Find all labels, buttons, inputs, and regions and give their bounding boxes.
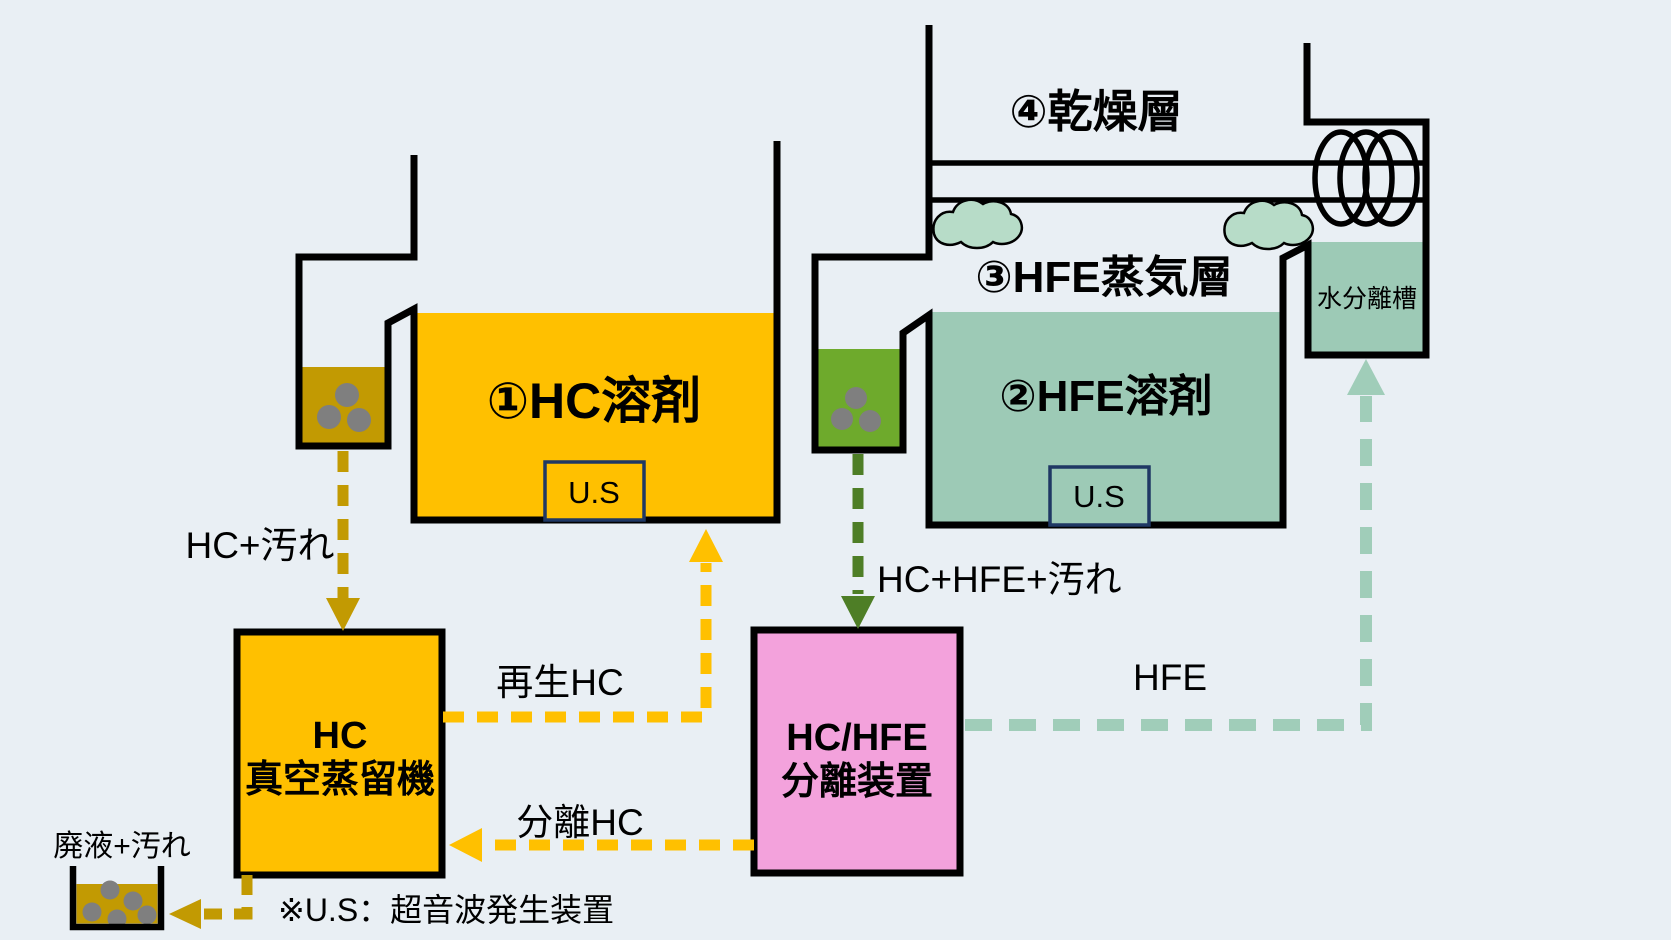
condenser-coil-loop xyxy=(1337,129,1395,227)
hfe-tank-label: ②HFE溶剤 xyxy=(999,372,1212,421)
flow-arrow-waste xyxy=(169,875,253,929)
water-separator-label: 水分離槽 xyxy=(1317,285,1417,313)
dirt-particle xyxy=(845,387,867,409)
drying-zone-label: ④乾燥層 xyxy=(1009,86,1182,137)
dirt-particle xyxy=(859,410,881,432)
vapor-cloud-right xyxy=(1223,199,1314,251)
vapor-cloud-left xyxy=(932,198,1023,250)
hc-hfe-separator-box xyxy=(750,626,964,877)
hc-distiller-box xyxy=(233,628,446,879)
vapor-zone-label: ③HFE蒸気層 xyxy=(975,253,1232,302)
dirt-particle xyxy=(831,408,853,430)
separator-label-line1: HC/HFE xyxy=(786,717,927,759)
us-label-hfe: U.S xyxy=(1073,479,1125,514)
condenser-coil xyxy=(1312,129,1420,227)
flow-arrow-regenerated-hc xyxy=(443,529,723,723)
arrowhead-up xyxy=(689,529,723,562)
us-box-hfe xyxy=(1048,465,1151,527)
arrowhead-left xyxy=(449,828,482,862)
arrowhead-left xyxy=(169,899,201,929)
us-label-hc: U.S xyxy=(568,475,620,510)
separator-label-line2: 分離装置 xyxy=(781,761,933,803)
waste-container-outline xyxy=(69,866,165,931)
cloud-shape xyxy=(1223,199,1314,251)
cloud-shape xyxy=(932,198,1023,250)
flow-line xyxy=(965,396,1372,731)
regenerated-hc-flow-label: 再生HC xyxy=(496,662,623,703)
arrowhead-down xyxy=(326,598,360,631)
hc-pre-tank-dirt-particles xyxy=(317,383,371,432)
flow-arrow-hc-hfe-dirt xyxy=(841,454,875,629)
arrowhead-down xyxy=(841,596,875,629)
flow-arrow-hfe xyxy=(965,359,1385,731)
hc-hfe-dirt-flow-label: HC+HFE+汚れ xyxy=(877,559,1122,600)
waste-dirt-label: 廃液+汚れ xyxy=(53,830,191,863)
flow-arrow-separated-hc xyxy=(449,828,754,862)
dirt-particle xyxy=(82,902,102,922)
hc-dirt-flow-label: HC+汚れ xyxy=(185,525,334,566)
condenser-coil-loop xyxy=(1362,129,1420,227)
dirt-particle xyxy=(335,383,359,407)
hfe-flow-label: HFE xyxy=(1133,657,1207,698)
water-separator-liquid xyxy=(1311,242,1423,352)
us-box-hc xyxy=(543,460,646,522)
hc-distiller-label-line2: 真空蒸留機 xyxy=(245,759,435,801)
separated-hc-flow-label: 分離HC xyxy=(516,802,643,843)
arrowhead-up xyxy=(1347,359,1385,395)
dirt-particle xyxy=(100,880,120,900)
dirt-particle xyxy=(137,905,157,925)
dirt-particle xyxy=(347,408,371,432)
hfe-pre-tank-dirt-particles xyxy=(831,387,881,432)
dirt-particle xyxy=(123,891,143,911)
ultrasonic-footnote: ※U.S：超音波発生装置 xyxy=(278,892,614,928)
flow-line xyxy=(443,563,712,723)
hc-tank-label: ①HC溶剤 xyxy=(487,373,702,429)
hc-distiller-label-line1: HC xyxy=(313,715,368,757)
flow-line xyxy=(204,875,253,920)
dirt-particle xyxy=(317,405,341,429)
flow-arrow-hc-dirt xyxy=(326,451,360,631)
